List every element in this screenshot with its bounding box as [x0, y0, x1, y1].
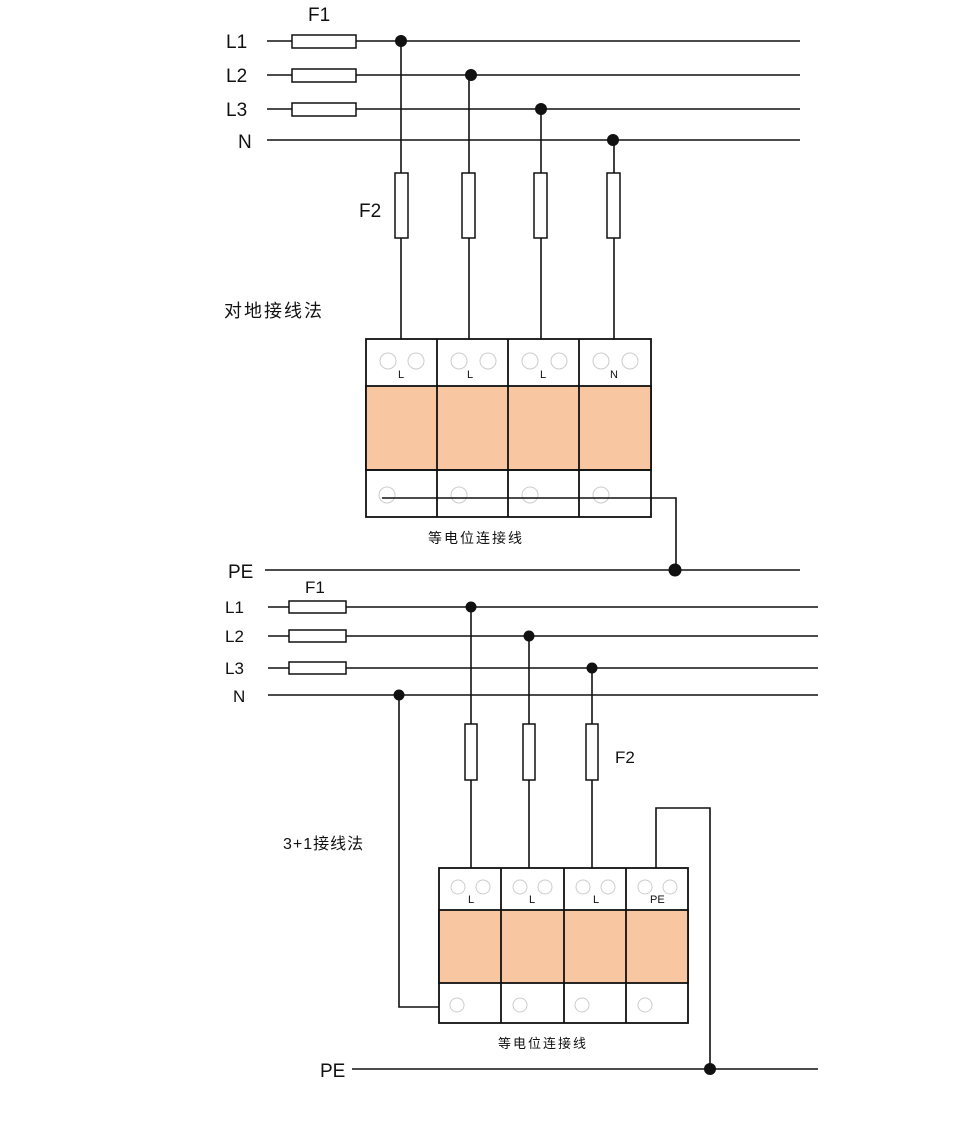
top-f1-fuses: [291, 34, 357, 117]
top-f2-fuses: [394, 172, 621, 239]
bottom-f1-label: F1: [305, 578, 325, 597]
top-line-n-label: N: [238, 132, 252, 153]
top-junction-dots: [395, 35, 619, 146]
bottom-terminal-1: L: [468, 894, 474, 906]
bottom-terminal-2: L: [529, 894, 535, 906]
top-pe-junction-dot: [668, 563, 682, 577]
bottom-f2-fuses: [464, 723, 599, 781]
top-drop-wires: [400, 41, 615, 370]
bottom-bus-lines: [268, 606, 818, 1070]
top-method-label: 对地接线法: [224, 301, 324, 321]
bottom-line-l2-label: L2: [225, 627, 244, 646]
top-terminal-1: L: [398, 369, 404, 381]
bottom-junction-dots: [393, 601, 716, 1075]
top-line-l1-label: L1: [226, 32, 247, 53]
bottom-line-l3-label: L3: [225, 659, 244, 678]
top-terminal-4: N: [610, 369, 618, 381]
top-diagram: F1 L1 L2 L3 N PE: [224, 5, 800, 583]
top-f1-label: F1: [308, 5, 330, 26]
top-line-l3-label: L3: [226, 100, 247, 121]
top-line-l2-label: L2: [226, 66, 247, 87]
bottom-terminal-4: PE: [650, 894, 665, 906]
bottom-f2-label: F2: [615, 748, 635, 767]
bottom-line-l1-label: L1: [225, 598, 244, 617]
bottom-terminal-3: L: [593, 894, 599, 906]
bottom-line-n-label: N: [233, 687, 245, 706]
bottom-f1-fuses: [288, 600, 347, 675]
bottom-diagram: F1 L1 L2 L3 N PE: [225, 578, 818, 1082]
top-terminal-3: L: [540, 369, 546, 381]
bottom-line-pe-label: PE: [320, 1061, 345, 1082]
top-bond-wire: [382, 497, 677, 570]
bottom-bond-label: 等电位连接线: [498, 1036, 588, 1051]
top-terminal-2: L: [467, 369, 473, 381]
top-f2-label: F2: [359, 201, 381, 222]
top-spd-module: L L L N: [365, 338, 652, 518]
top-line-pe-label: PE: [228, 562, 253, 583]
top-bond-label: 等电位连接线: [428, 530, 524, 546]
bottom-method-label: 3+1接线法: [283, 835, 364, 853]
bottom-spd-module: L L L PE: [438, 867, 689, 1024]
